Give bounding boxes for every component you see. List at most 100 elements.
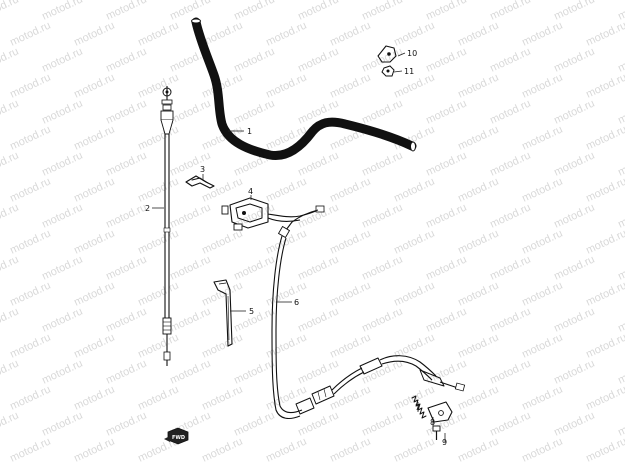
- watermark-text: motod.ru: [40, 201, 84, 230]
- watermark-text: motod.ru: [392, 279, 436, 308]
- clutch-cable[interactable]: [271, 209, 466, 420]
- callout-6: 6: [294, 298, 299, 307]
- watermark-text: motod.ru: [392, 71, 436, 100]
- watermark-text: motod.ru: [72, 331, 116, 360]
- watermark-text: motod.ru: [40, 357, 84, 386]
- watermark-text: motod.ru: [424, 149, 468, 178]
- watermark-text: motod.ru: [520, 383, 564, 412]
- watermark-text: motod.ru: [136, 19, 180, 48]
- watermark-text: motod.ru: [584, 19, 625, 48]
- watermark-text: motod.ru: [168, 97, 212, 126]
- watermark-text: motod.ru: [584, 227, 625, 256]
- watermark-text: motod.ru: [136, 331, 180, 360]
- callout-5: 5: [249, 307, 254, 316]
- spring[interactable]: [411, 395, 427, 419]
- watermark-text: motod.ru: [40, 305, 84, 334]
- watermark-text: motod.ru: [552, 409, 596, 438]
- watermark-text: motod.ru: [616, 201, 625, 230]
- watermark-text: motod.ru: [616, 149, 625, 178]
- watermark-text: motod.ru: [296, 409, 340, 438]
- watermark-text: motod.ru: [488, 305, 532, 334]
- watermark-text: motod.ru: [136, 123, 180, 152]
- watermark-text: motod.ru: [72, 435, 116, 464]
- watermark-text: motod.ru: [552, 305, 596, 334]
- watermark-text: motod.ru: [360, 253, 404, 282]
- cable-clip[interactable]: [185, 175, 215, 189]
- watermark-text: motod.ru: [264, 435, 308, 464]
- watermark-text: motod.ru: [72, 227, 116, 256]
- watermark-text: motod.ru: [0, 305, 21, 334]
- watermark-text: motod.ru: [328, 175, 372, 204]
- watermark-text: motod.ru: [424, 201, 468, 230]
- watermark-text: motod.ru: [200, 331, 244, 360]
- watermark-text: motod.ru: [232, 253, 276, 282]
- watermark-text: motod.ru: [40, 409, 84, 438]
- watermark-text: motod.ru: [104, 149, 148, 178]
- handlebar[interactable]: [191, 17, 417, 161]
- watermark-text: motod.ru: [584, 383, 625, 412]
- watermark-text: motod.ru: [104, 409, 148, 438]
- callout-3: 3: [200, 165, 205, 174]
- watermark-text: motod.ru: [520, 123, 564, 152]
- watermark-text: motod.ru: [616, 45, 625, 74]
- watermark-text: motod.ru: [104, 357, 148, 386]
- watermark-text: motod.ru: [328, 19, 372, 48]
- watermark-text: motod.ru: [488, 149, 532, 178]
- watermark-text: motod.ru: [296, 305, 340, 334]
- throttle-cable[interactable]: [160, 86, 174, 366]
- watermark-text: motod.ru: [328, 331, 372, 360]
- watermark-text: motod.ru: [424, 45, 468, 74]
- watermark-text: motod.ru: [0, 97, 21, 126]
- front-direction-marker: FWD: [164, 427, 189, 445]
- watermark-text: motod.ru: [488, 409, 532, 438]
- watermark-text: motod.ru: [232, 357, 276, 386]
- watermark-text: motod.ru: [136, 383, 180, 412]
- switch-assembly[interactable]: [221, 197, 325, 231]
- watermark-text: motod.ru: [616, 305, 625, 334]
- watermark-text: motod.ru: [296, 357, 340, 386]
- watermark-text: motod.ru: [40, 97, 84, 126]
- nut[interactable]: [381, 65, 395, 77]
- watermark-text: motod.ru: [392, 227, 436, 256]
- watermark-text: motod.ru: [8, 383, 52, 412]
- watermark-text: motod.ru: [456, 175, 500, 204]
- watermark-text: motod.ru: [296, 253, 340, 282]
- watermark-text: motod.ru: [8, 279, 52, 308]
- watermark-text: motod.ru: [0, 149, 21, 178]
- watermark-text: motod.ru: [264, 383, 308, 412]
- watermark-text: motod.ru: [488, 357, 532, 386]
- watermark-text: motod.ru: [392, 175, 436, 204]
- clamp[interactable]: [377, 45, 397, 63]
- watermark-text: motod.ru: [72, 383, 116, 412]
- bolt[interactable]: [432, 425, 441, 440]
- watermark-text: motod.ru: [168, 305, 212, 334]
- watermark-text: motod.ru: [8, 123, 52, 152]
- watermark-text: motod.ru: [40, 149, 84, 178]
- watermark-text: motod.ru: [200, 383, 244, 412]
- callout-11: 11: [404, 67, 414, 76]
- cable-band[interactable]: [213, 279, 233, 347]
- watermark-text: motod.ru: [392, 331, 436, 360]
- watermark-text: motod.ru: [456, 227, 500, 256]
- watermark-text: motod.ru: [8, 435, 52, 464]
- watermark-text: motod.ru: [104, 305, 148, 334]
- leader-lines: [152, 52, 446, 442]
- watermark-text: motod.ru: [200, 435, 244, 464]
- watermark-text: motod.ru: [520, 331, 564, 360]
- watermark-text: motod.ru: [72, 19, 116, 48]
- watermark-text: motod.ru: [616, 0, 625, 23]
- watermark-text: motod.ru: [296, 149, 340, 178]
- watermark-text: motod.ru: [232, 45, 276, 74]
- watermark-text: motod.ru: [0, 253, 21, 282]
- callout-labels: 1 2 3 4 5 6 7 8 9 10 11: [145, 49, 447, 447]
- watermark-text: motod.ru: [200, 227, 244, 256]
- watermark-text: motod.ru: [456, 435, 500, 464]
- watermark-text: motod.ru: [136, 175, 180, 204]
- watermark-text: motod.ru: [520, 19, 564, 48]
- front-marker-label: FWD: [172, 435, 185, 441]
- watermark-text: motod.ru: [168, 201, 212, 230]
- watermark-text: motod.ru: [40, 45, 84, 74]
- watermark-text: motod.ru: [104, 253, 148, 282]
- watermark-text: motod.ru: [520, 435, 564, 464]
